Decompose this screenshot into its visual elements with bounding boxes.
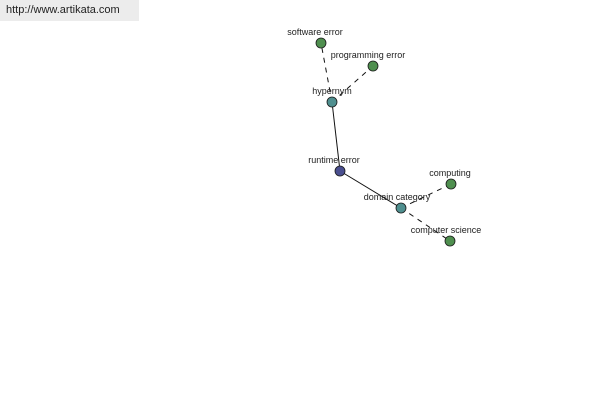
graph-nodes: software error programming error hypernym r…: [287, 27, 482, 247]
node-dot-computer-science[interactable]: [444, 235, 456, 247]
node-label-domain-category[interactable]: domain category: [364, 192, 431, 202]
node-programming-error[interactable]: programming error: [331, 50, 406, 72]
node-dot-runtime-error[interactable]: [334, 165, 346, 177]
node-label-hypernym[interactable]: hypernym: [312, 86, 352, 96]
node-dot-domain-category[interactable]: [395, 202, 407, 214]
node-label-computer-science[interactable]: computer science: [411, 225, 482, 235]
node-label-runtime-error[interactable]: runtime error: [308, 155, 360, 165]
graph-edges: [320, 42, 452, 242]
node-runtime-error[interactable]: runtime error: [308, 155, 360, 177]
node-dot-programming-error[interactable]: [367, 60, 379, 72]
source-url-banner[interactable]: http://www.artikata.com: [0, 0, 139, 21]
edge-hypernym-to-software-error: [320, 42, 333, 103]
edge-hypernym-to-programming-error: [331, 65, 374, 103]
node-domain-category[interactable]: domain category: [364, 192, 431, 214]
node-hypernym[interactable]: hypernym: [312, 86, 352, 108]
edge-runtime-error-to-hypernym: [331, 101, 341, 172]
node-label-programming-error[interactable]: programming error: [331, 50, 406, 60]
node-computer-science[interactable]: computer science: [411, 225, 482, 247]
node-dot-hypernym[interactable]: [326, 96, 338, 108]
source-url-text: http://www.artikata.com: [6, 4, 120, 16]
node-label-software-error[interactable]: software error: [287, 27, 343, 37]
node-computing[interactable]: computing: [429, 168, 471, 190]
edge-runtime-error-to-domain-category: [339, 170, 402, 209]
node-dot-software-error[interactable]: [315, 37, 327, 49]
node-software-error[interactable]: software error: [287, 27, 343, 49]
node-dot-computing[interactable]: [445, 178, 457, 190]
node-label-computing[interactable]: computing: [429, 168, 471, 178]
